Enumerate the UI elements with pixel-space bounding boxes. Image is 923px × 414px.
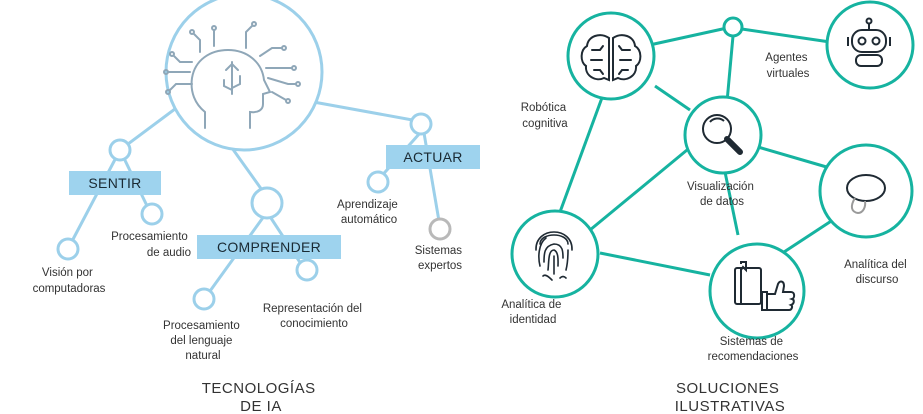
caption-tecnologias: TECNOLOGÍAS DE IA <box>202 380 321 414</box>
label-aprendizaje: Aprendizaje automático <box>337 199 401 226</box>
label-vision: Visión por computadoras <box>33 267 106 295</box>
label-visualizacion: Visualización de datos <box>687 181 757 208</box>
label-robotica: Robótica cognitiva <box>521 102 570 130</box>
label-audio: Procesamiento de audio <box>111 231 191 259</box>
tag-sentir: SENTIR <box>69 171 161 195</box>
label-conocimiento: Representación del conocimiento <box>263 303 365 330</box>
tag-actuar-label: ACTUAR <box>403 149 462 165</box>
label-expertos: Sistemas expertos <box>415 245 466 272</box>
brain-circuit-icon <box>580 34 642 82</box>
tag-comprender-label: COMPRENDER <box>217 239 321 255</box>
tag-sentir-label: SENTIR <box>88 175 141 191</box>
caption-soluciones: SOLUCIONES ILUSTRATIVAS <box>675 380 785 414</box>
label-lenguaje: Procesamiento del lenguaje natural <box>163 320 243 362</box>
thumbs-up-book-icon <box>734 261 796 311</box>
label-discurso: Analítica del discurso <box>844 259 910 286</box>
tag-comprender: COMPRENDER <box>197 235 341 259</box>
label-agentes: Agentes virtuales <box>765 52 810 80</box>
tag-actuar: ACTUAR <box>386 145 480 169</box>
fingerprint-icon <box>535 231 573 281</box>
right-network <box>510 0 915 340</box>
label-identidad: Analítica de identidad <box>501 299 564 326</box>
head-circuit-icon <box>163 21 301 129</box>
robot-icon <box>847 17 891 67</box>
speech-bubble-icon <box>846 174 886 215</box>
magnifier-icon <box>702 114 743 155</box>
label-recomendaciones: Sistemas de recomendaciones <box>708 336 799 363</box>
